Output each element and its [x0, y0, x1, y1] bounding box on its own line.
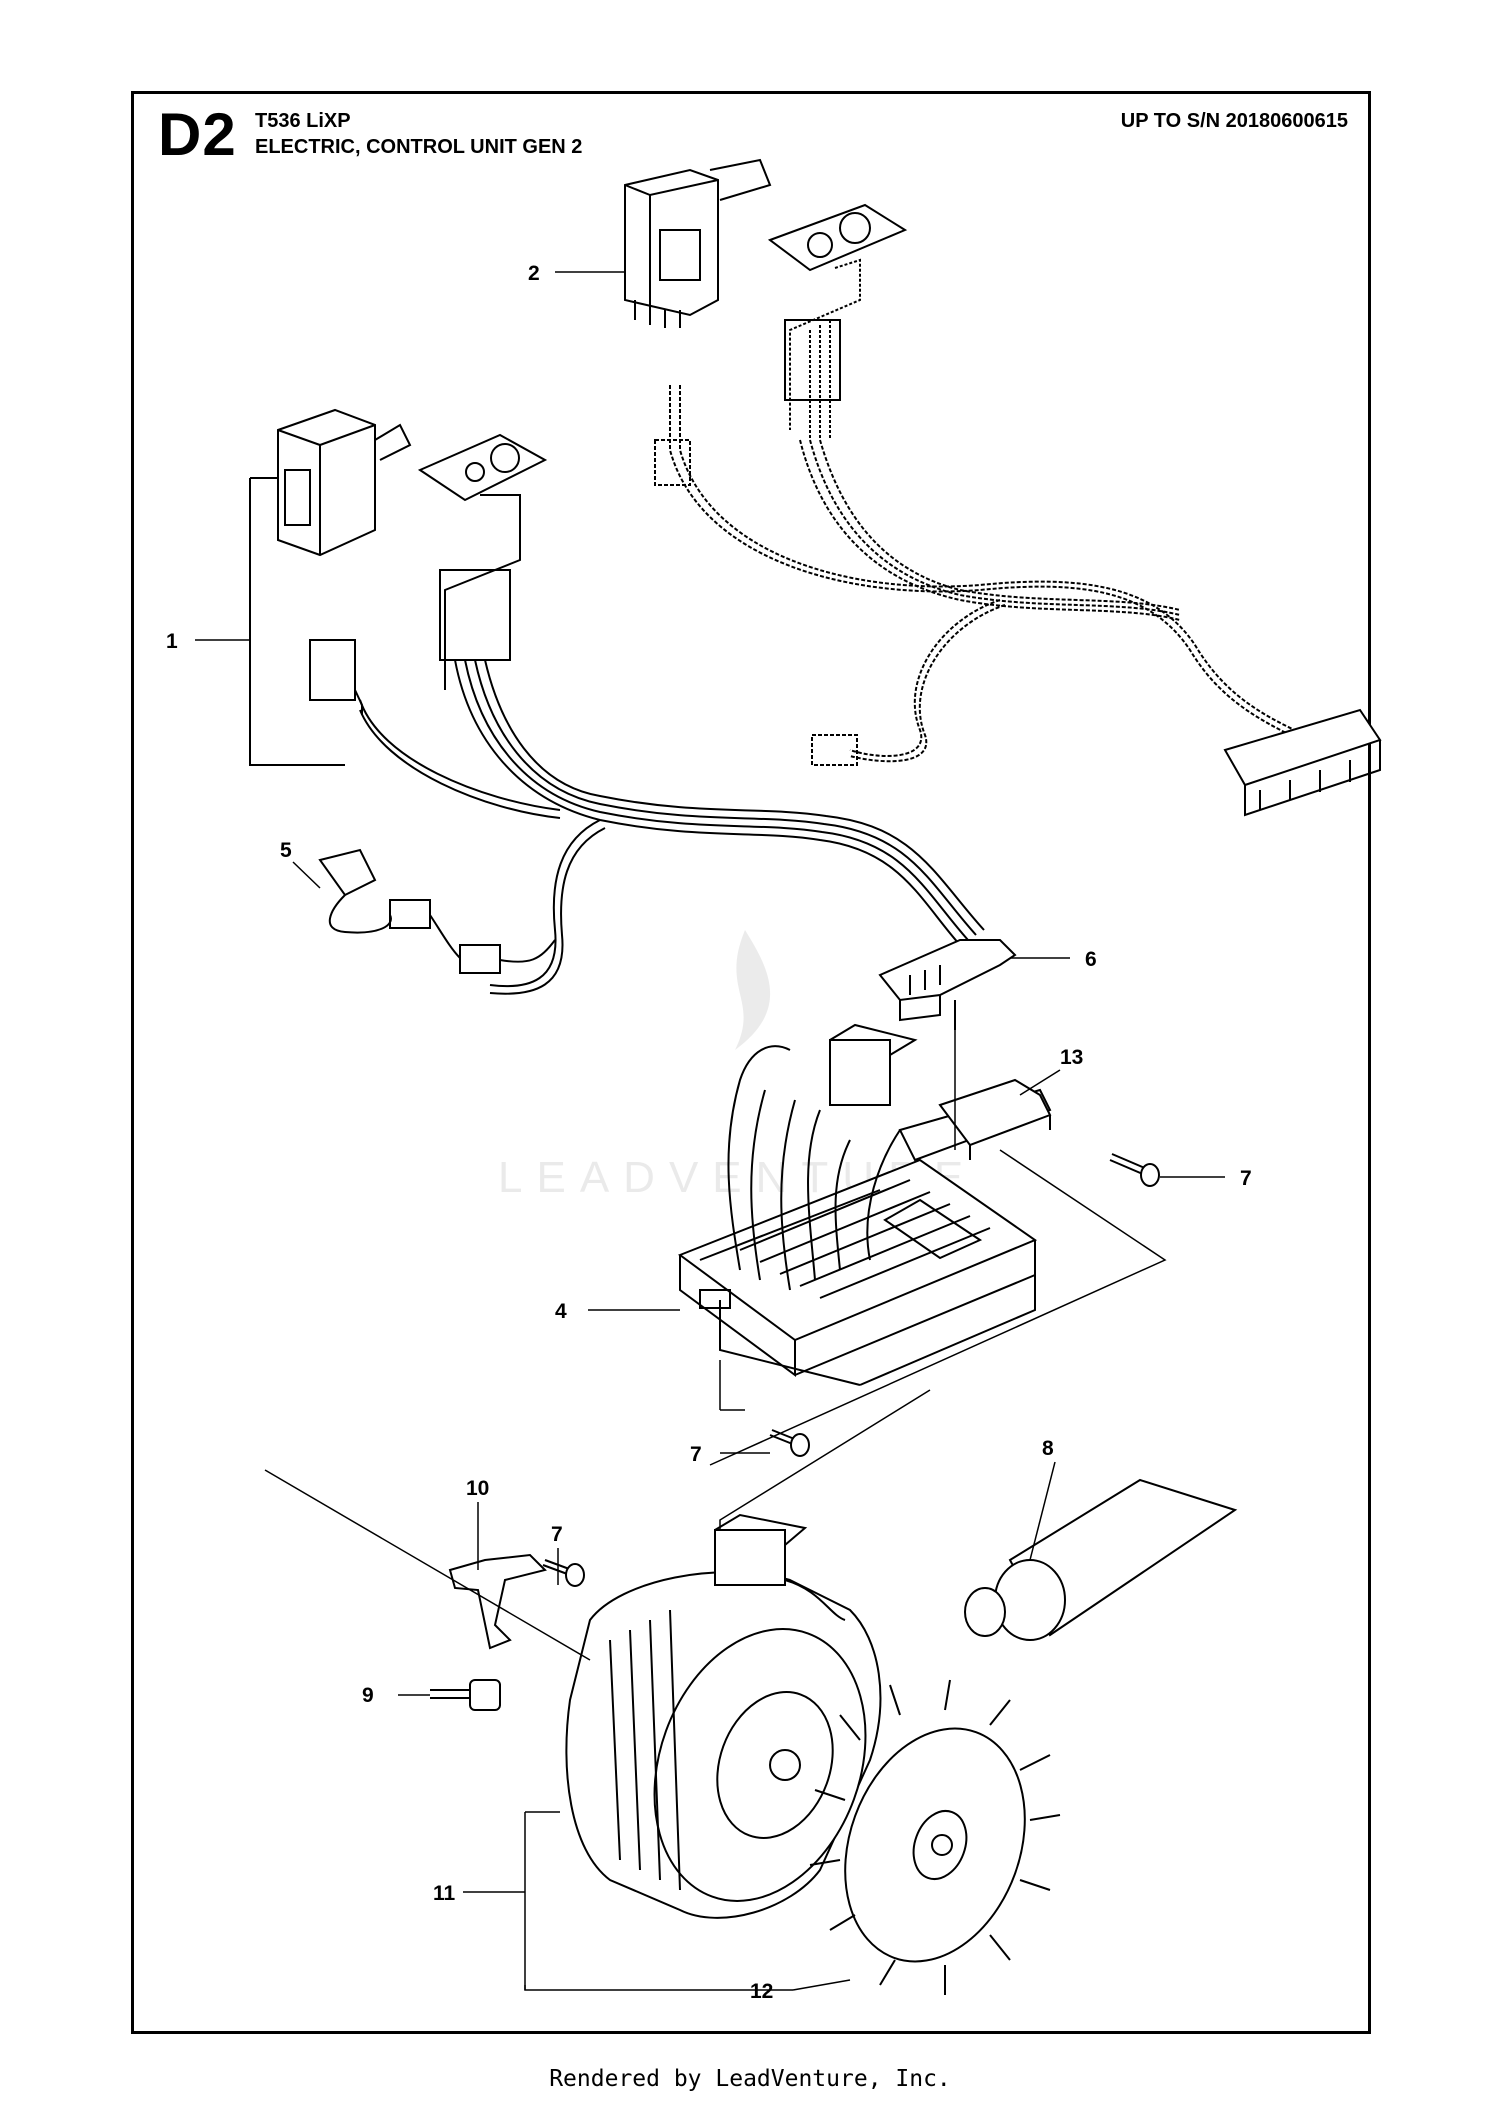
callout-labels: 2 1 5 6 13 7 4 7 8 10 7 9 11 12 [166, 262, 1252, 2003]
model-name: T536 LiXP [255, 110, 351, 132]
callout-6: 6 [1085, 948, 1097, 971]
callout-8: 8 [1042, 1437, 1054, 1460]
part-6-connector [878, 939, 1017, 1030]
parts-drawing [249, 158, 1382, 1995]
part-1-harness [309, 639, 985, 995]
callout-5: 5 [280, 839, 292, 862]
callout-9: 9 [362, 1684, 374, 1707]
part-11-motor [565, 1513, 882, 1919]
callout-12: 12 [750, 1980, 773, 2003]
part-13-connector [938, 1078, 1052, 1160]
part-1-plate [417, 433, 548, 690]
part-4-control-unit [677, 1023, 1052, 1386]
part-8-grease-tube [964, 1478, 1238, 1641]
diagram-code: D2 [158, 101, 237, 168]
part-5-sensor [318, 848, 556, 974]
callout-leaders [195, 271, 1225, 1991]
part-2-connector [1223, 708, 1382, 817]
callout-1: 1 [166, 630, 178, 653]
callout-10: 10 [466, 1477, 489, 1500]
callout-13: 13 [1060, 1046, 1083, 1069]
part-2-switch [624, 158, 772, 328]
footer-credit: Rendered by LeadVenture, Inc. [549, 2066, 951, 2092]
part-1-bracket [249, 477, 345, 766]
part-1-switch [277, 408, 412, 557]
callout-11: 11 [433, 1882, 456, 1905]
callout-7-middle: 7 [690, 1443, 702, 1466]
part-10-clip [448, 1553, 547, 1650]
diagram-frame [131, 91, 1371, 2034]
part-7-screws [542, 1153, 1160, 1587]
diagram-title: ELECTRIC, CONTROL UNIT GEN 2 [255, 136, 583, 158]
callout-7-upper: 7 [1240, 1167, 1252, 1190]
part-2-harness [654, 385, 1306, 766]
callout-7-lower: 7 [551, 1523, 563, 1546]
serial-range: UP TO S/N 20180600615 [1120, 110, 1348, 132]
callout-4: 4 [555, 1300, 567, 1323]
callout-2: 2 [528, 262, 540, 285]
part-9-bolt [430, 1679, 501, 1711]
assembly-lines [264, 1020, 1167, 1661]
part-2-plate [767, 203, 908, 440]
part-12-fan [809, 1679, 1061, 1995]
